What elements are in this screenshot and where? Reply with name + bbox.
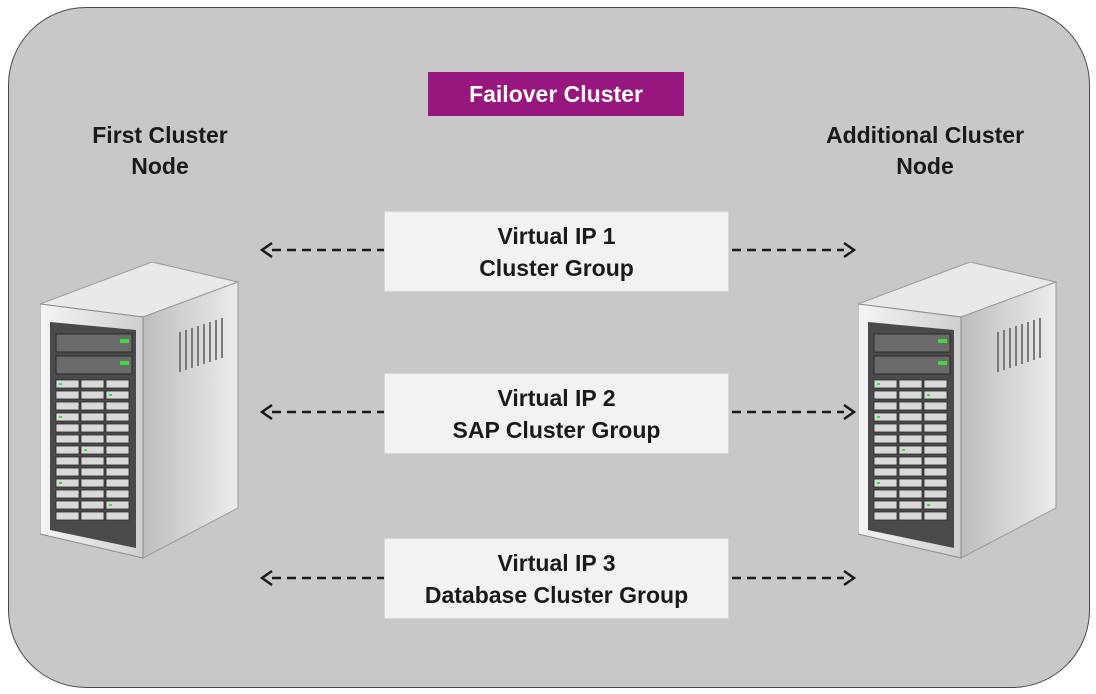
virtual-ip-3-label: Virtual IP 3 bbox=[497, 549, 616, 576]
cluster-title: Failover Cluster bbox=[428, 72, 684, 116]
server-icon bbox=[40, 262, 240, 559]
arrow-left-icon bbox=[259, 569, 384, 587]
first-node-label-line1: First Cluster bbox=[92, 122, 228, 148]
cluster-group-label: Cluster Group bbox=[479, 254, 634, 281]
arrow-left-icon bbox=[259, 241, 384, 259]
virtual-ip-3-box: Virtual IP 3 Database Cluster Group bbox=[384, 538, 729, 619]
sap-cluster-group-label: SAP Cluster Group bbox=[452, 416, 661, 443]
virtual-ip-1-label: Virtual IP 1 bbox=[497, 222, 616, 249]
database-cluster-group-label: Database Cluster Group bbox=[424, 581, 689, 608]
first-node-label-line2: Node bbox=[131, 153, 189, 179]
arrow-right-icon bbox=[732, 241, 857, 259]
arrow-right-icon bbox=[732, 403, 857, 421]
first-node-label: First Cluster Node bbox=[50, 120, 270, 182]
server-icon bbox=[858, 262, 1058, 559]
virtual-ip-1-box: Virtual IP 1 Cluster Group bbox=[384, 211, 729, 292]
arrow-left-icon bbox=[259, 403, 384, 421]
virtual-ip-2-box: Virtual IP 2 SAP Cluster Group bbox=[384, 373, 729, 454]
additional-node-label: Additional Cluster Node bbox=[800, 120, 1050, 182]
virtual-ip-2-label: Virtual IP 2 bbox=[497, 384, 616, 411]
additional-node-label-line1: Additional Cluster bbox=[825, 122, 1025, 148]
additional-node-label-line2: Node bbox=[896, 153, 954, 179]
arrow-right-icon bbox=[732, 569, 857, 587]
